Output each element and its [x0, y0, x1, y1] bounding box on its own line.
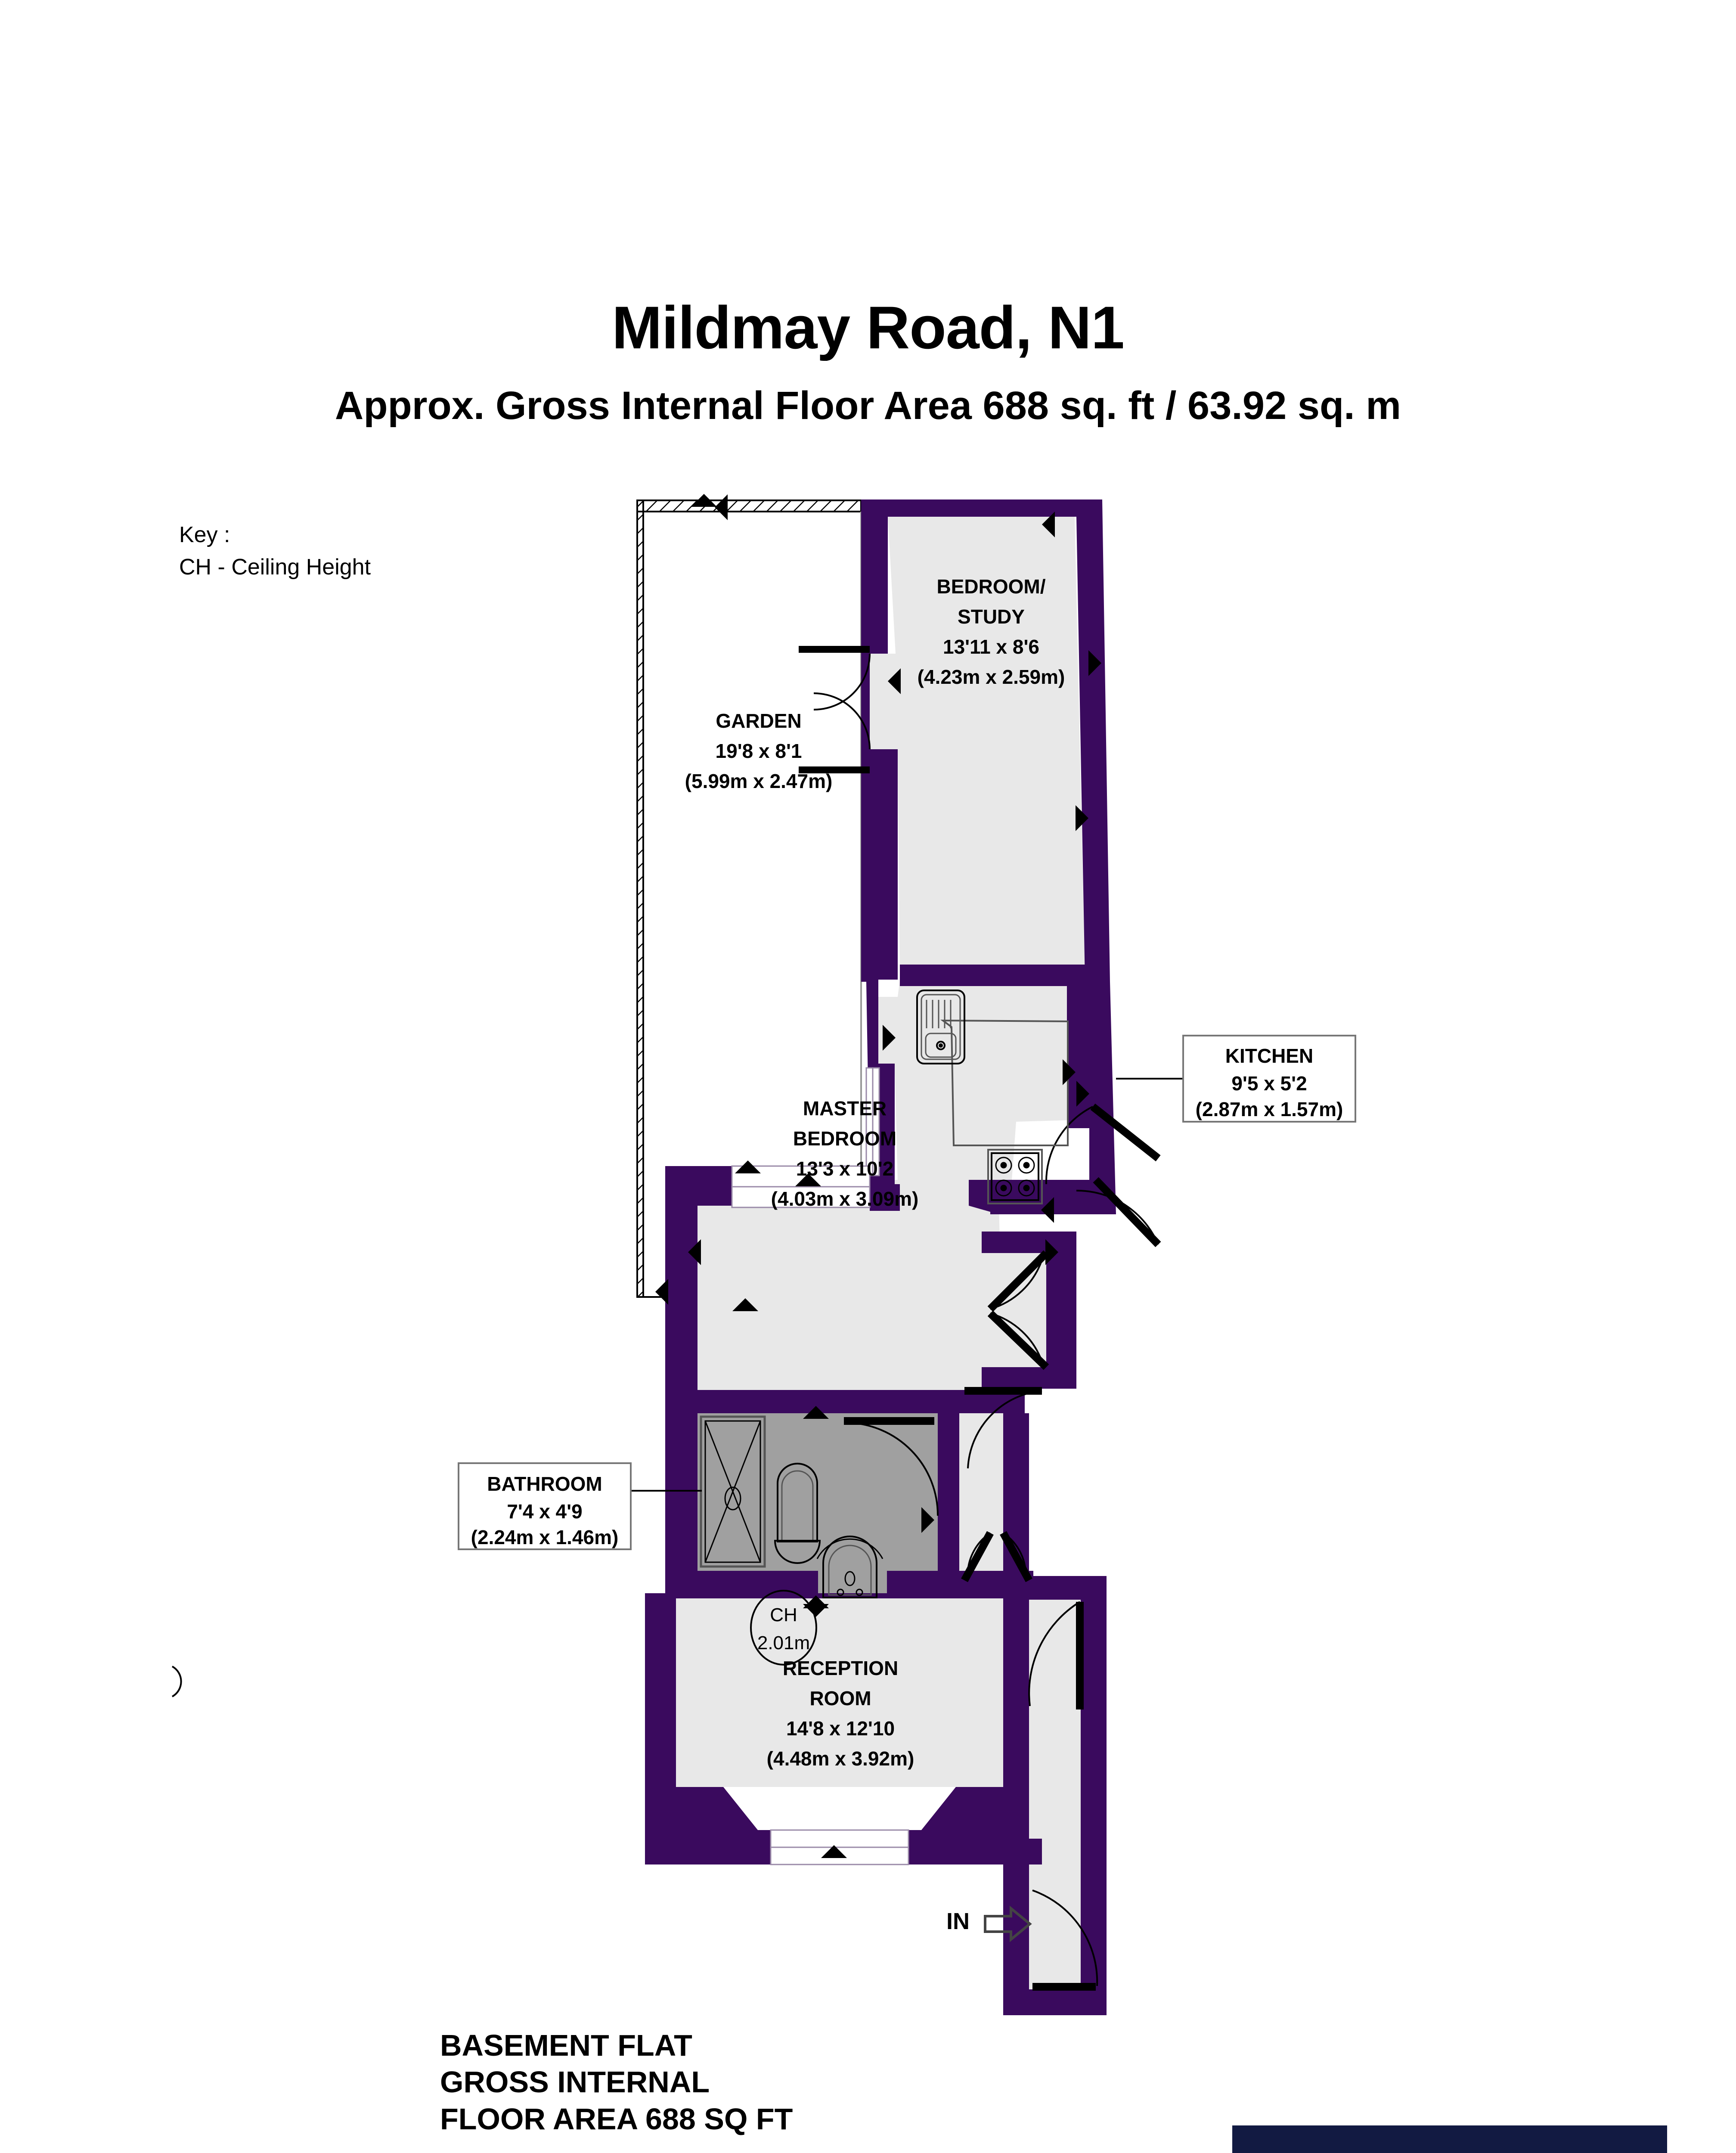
label-reception-line2: ROOM [809, 1687, 871, 1709]
label-bedroom-study-line2: STUDY [958, 605, 1025, 628]
key-entry-ceiling-height: CH - Ceiling Height [179, 555, 371, 580]
basement-flat-note: BASEMENT FLAT GROSS INTERNAL FLOOR AREA … [440, 2027, 793, 2137]
entrance-marker: IN [946, 1905, 1032, 1942]
basement-note-line3: FLOOR AREA 688 SQ FT [440, 2102, 793, 2136]
label-garden-metric: (5.99m x 2.47m) [685, 770, 833, 792]
label-master-bedroom-line2: BEDROOM [793, 1127, 896, 1150]
key-legend: Key : CH - Ceiling Height [179, 519, 371, 584]
label-master-bedroom-line1: MASTER [803, 1097, 887, 1120]
label-bedroom-study-line1: BEDROOM/ [937, 575, 1046, 598]
bathroom-fixtures [700, 1415, 884, 1598]
label-garden-imperial: 19'8 x 8'1 [716, 740, 802, 762]
label-bathroom-name: BATHROOM [487, 1473, 602, 1495]
room-labels: BEDROOM/ STUDY 13'11 x 8'6 (4.23m x 2.59… [685, 575, 1065, 1770]
label-kitchen-imperial: 9'5 x 5'2 [1231, 1072, 1307, 1095]
key-heading: Key : [179, 522, 230, 547]
callout-bathroom: BATHROOM 7'4 x 4'9 (2.24m x 1.46m) [458, 1462, 702, 1550]
label-reception-metric: (4.48m x 3.92m) [767, 1747, 914, 1770]
shower-icon [700, 1415, 766, 1568]
label-bathroom-metric: (2.24m x 1.46m) [471, 1526, 619, 1548]
ceiling-height-badge: CH 2.01m [750, 1590, 817, 1666]
arrow-right-icon [984, 1905, 1032, 1942]
page-subtitle: Approx. Gross Internal Floor Area 688 sq… [335, 384, 1401, 428]
kitchen-fixtures [916, 990, 1069, 1204]
winkworth-logo: Winkworth [1232, 2125, 1667, 2153]
floorplan-drawing: BEDROOM/ STUDY 13'11 x 8'6 (4.23m x 2.59… [171, 494, 1356, 2015]
label-garden-name: GARDEN [716, 710, 801, 732]
callout-kitchen: KITCHEN 9'5 x 5'2 (2.87m x 1.57m) [1116, 1035, 1356, 1123]
walls [645, 499, 1116, 2015]
dimension-markers [655, 494, 1101, 1858]
ceiling-height-value: 2.01m [757, 1632, 810, 1654]
room-floor-fills [676, 516, 1089, 2015]
hob-icon [987, 1149, 1043, 1204]
label-kitchen-metric: (2.87m x 1.57m) [1196, 1098, 1343, 1120]
basin-icon [774, 1463, 821, 1564]
label-reception-imperial: 14'8 x 12'10 [786, 1717, 895, 1740]
sink-icon [916, 990, 965, 1064]
page-title: Mildmay Road, N1 [612, 294, 1125, 361]
doors [799, 646, 1161, 1991]
toilet-icon [816, 1536, 884, 1598]
basement-note-line2: GROSS INTERNAL [440, 2065, 710, 2099]
ceiling-height-label: CH [770, 1604, 797, 1626]
label-master-bedroom-metric: (4.03m x 3.09m) [771, 1188, 919, 1210]
label-bedroom-study-imperial: 13'11 x 8'6 [943, 636, 1039, 658]
label-kitchen-name: KITCHEN [1225, 1045, 1313, 1067]
entrance-label: IN [946, 1908, 970, 1934]
label-bathroom-imperial: 7'4 x 4'9 [507, 1500, 582, 1523]
label-bedroom-study-metric: (4.23m x 2.59m) [918, 666, 1065, 688]
basement-note-line1: BASEMENT FLAT [440, 2029, 692, 2062]
stray-tick-mark [171, 1666, 182, 1697]
label-master-bedroom-imperial: 13'3 x 10'2 [796, 1157, 894, 1180]
label-reception-line1: RECEPTION [783, 1657, 898, 1679]
